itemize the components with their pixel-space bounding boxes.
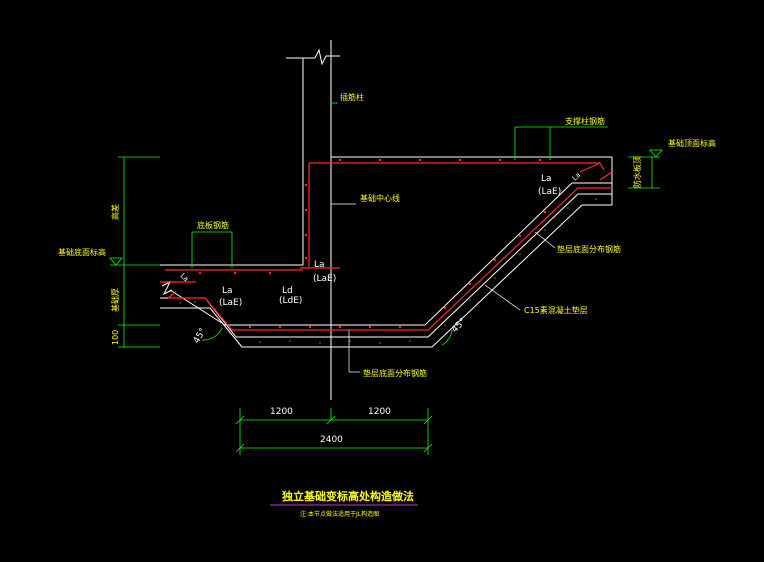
drawing-title: 独立基础变标高处构造做法 xyxy=(281,489,414,503)
label-la-left2: Ld xyxy=(282,286,293,296)
label-foundation-top-elev: 基础顶面标高 xyxy=(668,138,716,148)
label-water-level: 防水板顶 xyxy=(632,156,642,188)
leader-lines xyxy=(331,203,556,373)
label-lae-left1: (LaE) xyxy=(219,298,242,308)
label-lae-left2: (LdE) xyxy=(279,296,302,306)
label-lae-right: (LaE) xyxy=(538,187,561,197)
label-angle-right: 45° xyxy=(450,317,468,335)
label-base-thickness: 基础厚 xyxy=(110,288,120,312)
dimension-left: 1200 xyxy=(270,407,293,417)
dimension-right: 1200 xyxy=(368,407,391,417)
label-la-left-top: La xyxy=(179,272,190,283)
label-angle-left: 45° xyxy=(192,327,209,346)
label-lae-center: (LaE) xyxy=(313,274,336,284)
label-la-center: La xyxy=(314,260,325,270)
label-support-rebar: 支撑柱钢筋 xyxy=(565,116,605,126)
label-la-left1: La xyxy=(222,286,233,296)
foundation-outline xyxy=(160,40,613,400)
label-cushion: C15素混凝土垫层 xyxy=(524,305,588,315)
label-foundation-bottom-elev: 基础底面标高 xyxy=(58,247,106,257)
dimension-lines xyxy=(109,102,663,455)
label-foundation-center: 基础中心线 xyxy=(360,193,400,203)
dimension-total: 2400 xyxy=(320,435,343,445)
rebar-dots xyxy=(198,158,547,329)
label-bottom-rebar: 底板钢筋 xyxy=(197,220,229,230)
label-la-right: La xyxy=(541,174,552,184)
rebar-lines xyxy=(160,162,613,331)
drawing-note: 注:本节点做法适用于JL构造图 xyxy=(300,510,379,518)
label-slope-rebar-lower: 垫层底面分布钢筋 xyxy=(363,368,427,378)
label-cushion-thickness: 100 xyxy=(111,330,120,345)
label-height-diff: 高差 xyxy=(110,204,120,220)
label-column: 插筋柱 xyxy=(340,92,364,102)
label-la-right-top: La xyxy=(571,171,582,182)
label-slope-rebar-upper: 垫层底面分布钢筋 xyxy=(557,244,621,254)
cushion-hatch xyxy=(179,198,597,344)
